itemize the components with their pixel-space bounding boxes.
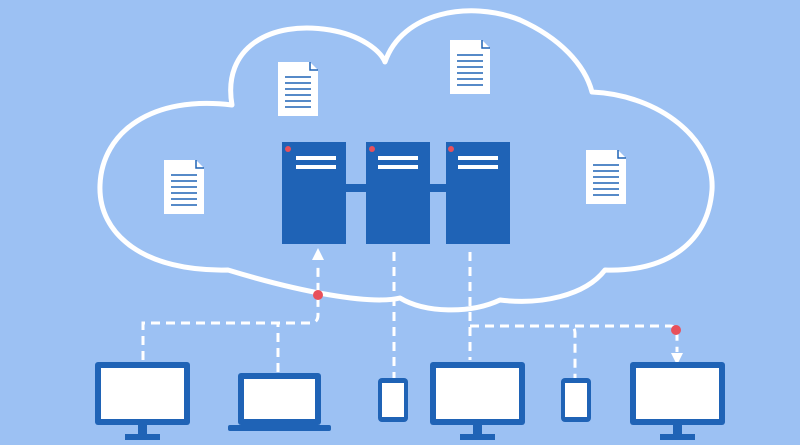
server-rack-icon xyxy=(366,142,430,244)
server-link xyxy=(430,184,446,192)
desktop-monitor-icon xyxy=(95,362,190,440)
status-led xyxy=(369,146,375,152)
status-led xyxy=(285,146,291,152)
client-devices xyxy=(95,362,725,440)
document-icon xyxy=(164,160,204,214)
server-link xyxy=(346,184,366,192)
connection-line xyxy=(470,324,577,378)
arrow-up-icon xyxy=(312,248,324,260)
status-led xyxy=(448,146,454,152)
connection-node xyxy=(313,290,323,300)
connection-lines xyxy=(141,252,679,378)
desktop-monitor-icon xyxy=(630,362,725,440)
connection-nodes xyxy=(313,290,681,335)
cloud-outline-icon xyxy=(97,8,715,313)
desktop-monitor-icon xyxy=(430,362,525,440)
server-rack-icon xyxy=(282,142,346,244)
laptop-icon xyxy=(228,373,331,431)
documents xyxy=(164,40,626,214)
connection-line xyxy=(141,262,320,360)
document-icon xyxy=(278,62,318,116)
document-icon xyxy=(586,150,626,204)
connection-arrows xyxy=(312,248,683,365)
server-rack-icon xyxy=(446,142,510,244)
arrow-down-icon xyxy=(671,353,683,365)
server-cluster xyxy=(282,142,510,244)
smartphone-icon xyxy=(378,378,408,422)
connection-node xyxy=(671,325,681,335)
document-icon xyxy=(450,40,490,94)
smartphone-icon xyxy=(561,378,591,422)
